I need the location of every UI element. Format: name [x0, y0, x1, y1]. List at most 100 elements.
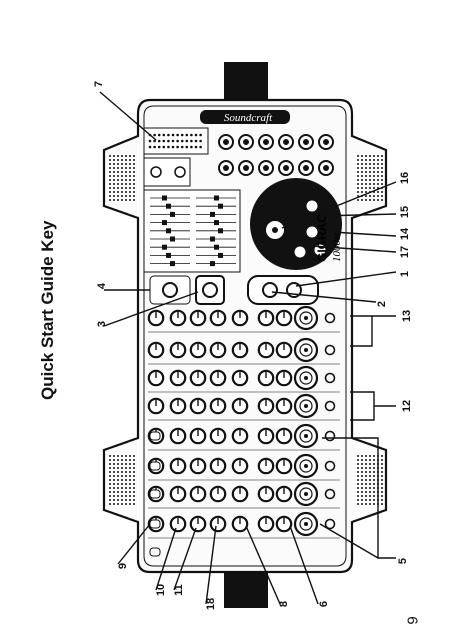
grille-dot	[373, 479, 375, 481]
grille-dot	[109, 463, 111, 465]
grille-dot	[133, 503, 135, 505]
leader-18	[205, 525, 217, 605]
leader-2	[271, 291, 377, 303]
grille-dot	[129, 491, 131, 493]
grille-dot	[113, 455, 115, 457]
grille-dot	[357, 155, 359, 157]
geq-fader-cap	[218, 252, 223, 258]
grille-dot	[365, 459, 367, 461]
grille-dot	[365, 503, 367, 505]
channel-switch	[149, 519, 161, 529]
geq-fader-cap	[170, 261, 175, 267]
grille-dot	[121, 175, 123, 177]
grille-dot	[125, 175, 127, 177]
grille-dot	[117, 503, 119, 505]
grille-dot	[109, 171, 111, 173]
grille-dot	[369, 467, 371, 469]
grille-dot	[365, 199, 367, 201]
grille-dot	[125, 167, 127, 169]
grille-dot	[125, 463, 127, 465]
grille-dot	[117, 479, 119, 481]
grille-dot	[109, 499, 111, 501]
callout-8: 8	[278, 600, 290, 608]
grille-dot	[369, 491, 371, 493]
leader-5-a	[322, 437, 396, 559]
channel-strips	[147, 305, 340, 557]
leader-6	[289, 525, 319, 605]
geq-fader-cap	[166, 228, 171, 234]
callout-5: 5	[397, 557, 409, 565]
grille-dot	[373, 199, 375, 201]
grille-dot	[117, 499, 119, 501]
grille-dot	[125, 159, 127, 161]
output-jack-center	[283, 165, 289, 171]
grille-dot	[361, 491, 363, 493]
grille-dot	[129, 487, 131, 489]
meter-led	[167, 145, 170, 149]
grille-dot	[369, 183, 371, 185]
xlr-input-pin	[304, 492, 308, 496]
geq-fader-cap	[210, 236, 215, 242]
grille-dot	[129, 163, 131, 165]
grille-dot	[121, 155, 123, 157]
grille-dot	[365, 155, 367, 157]
output-jack-center	[243, 139, 249, 145]
leader-12-a	[350, 391, 396, 407]
grille-dot	[121, 495, 123, 497]
grille-dot	[121, 499, 123, 501]
line-jack	[324, 488, 336, 500]
grille-dot	[361, 171, 363, 173]
grille-dot	[373, 179, 375, 181]
effects-knobs	[294, 200, 326, 258]
aux-return-knob-a	[262, 282, 278, 298]
grille-dot	[373, 487, 375, 489]
grille-dot	[109, 491, 111, 493]
meter-led	[171, 139, 175, 143]
grille-dot	[121, 199, 123, 201]
grille-dot	[357, 163, 359, 165]
xlr-input-ring	[299, 343, 313, 357]
grille-dot	[125, 471, 127, 473]
master-knob-b	[202, 282, 218, 298]
geq-fader-cap	[218, 203, 223, 209]
grille-dot	[109, 495, 111, 497]
grille-dot	[373, 455, 375, 457]
output-jack-center	[323, 139, 329, 145]
output-jack-center	[303, 139, 309, 145]
leader-16	[281, 181, 397, 229]
grille-dot	[121, 491, 123, 493]
grille-dot	[369, 159, 371, 161]
fx-knob	[294, 246, 306, 258]
grille-dot	[129, 483, 131, 485]
grille-dot	[125, 195, 127, 197]
grille-dot	[133, 495, 135, 497]
leader-9	[117, 523, 151, 565]
model-badge: GIGRAC	[315, 214, 329, 262]
grille-dot	[361, 187, 363, 189]
grille-dot	[109, 195, 111, 197]
grille-dot	[357, 503, 359, 505]
grille-dot	[133, 175, 135, 177]
brand-bar	[200, 110, 290, 124]
leader-17	[311, 245, 397, 253]
leader-5-b	[319, 523, 379, 559]
geq-fader-cap	[214, 244, 219, 250]
grille-dot	[121, 455, 123, 457]
grille-dot	[125, 479, 127, 481]
grille-dot	[121, 459, 123, 461]
grille-dot	[121, 475, 123, 477]
output-jack-center	[263, 139, 269, 145]
grille-dot	[357, 499, 359, 501]
grille-dot	[133, 199, 135, 201]
meter-led	[190, 145, 193, 149]
grille-dot	[365, 491, 367, 493]
grille-dot	[365, 159, 367, 161]
grille-dot	[357, 467, 359, 469]
grille-dot	[357, 187, 359, 189]
master-knob-a	[162, 282, 178, 298]
graphic-eq-faders	[150, 195, 236, 267]
line-jack	[324, 430, 336, 442]
grille-dot	[113, 199, 115, 201]
grille-dot	[381, 163, 383, 165]
